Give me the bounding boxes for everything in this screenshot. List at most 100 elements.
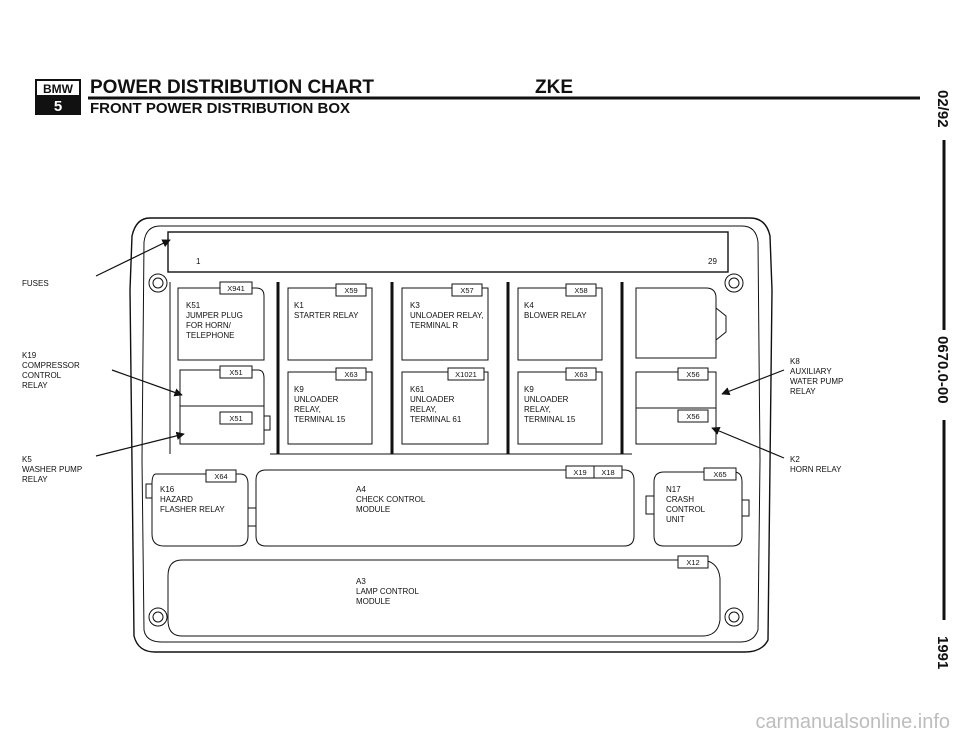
k16-desc-1: HAZARD [160,495,193,504]
relay-k1: X59 K1 STARTER RELAY [287,283,373,361]
k9a-label: K9 [294,385,304,394]
connector-x941: X941 [227,284,245,293]
relay-k8-slot: X56 [635,367,717,409]
callout-k8: K8 AUXILIARY WATER PUMP RELAY [721,357,843,396]
side-code: 0670.0-00 [934,336,951,404]
connector-x59: X59 [344,286,357,295]
k8-desc-2: WATER PUMP [790,377,843,386]
connector-x63-b: X63 [574,370,587,379]
connector-x51-lower: X51 [229,414,242,423]
k3-desc-1: UNLOADER RELAY, [410,311,484,320]
connector-x51-upper: X51 [229,368,242,377]
k61-label: K61 [410,385,425,394]
module-a3: X12 A3 LAMP CONTROL MODULE [167,555,721,637]
fuse-strip: 1 29 [167,231,729,273]
k51-desc-1: JUMPER PLUG [186,311,243,320]
a3-desc-1: LAMP CONTROL [356,587,420,596]
relay-k51: X941 K51 JUMPER PLUG FOR HORN/ TELEPHONE [177,281,265,361]
k19-label: K19 [22,351,37,360]
k9b-desc-1: UNLOADER [524,395,569,404]
k4-desc: BLOWER RELAY [524,311,587,320]
n17-desc-2: CONTROL [666,505,706,514]
k4-label: K4 [524,301,534,310]
module-n17: X65 N17 CRASH CONTROL UNIT [645,467,750,547]
svg-text:5: 5 [54,98,62,115]
connector-x64: X64 [214,472,227,481]
svg-text:BMW: BMW [43,82,74,96]
module-a4: X19 X18 A4 CHECK CONTROL MODULE [255,465,635,547]
k3-label: K3 [410,301,420,310]
module-k16: X64 K16 HAZARD FLASHER RELAY [145,469,257,547]
connector-x19: X19 [573,468,586,477]
page-title: POWER DISTRIBUTION CHART [90,77,374,98]
k9a-desc-2: RELAY, [294,405,321,414]
relay-k5-slot: X51 [179,405,271,445]
k9b-desc-2: RELAY, [524,405,551,414]
k19-desc-2: CONTROL [22,371,62,380]
relay-k3: X57 K3 UNLOADER RELAY, TERMINAL R [401,283,489,361]
a4-label: A4 [356,485,366,494]
side-date: 02/92 [934,90,951,128]
relay-k9-terminal15-a: X63 K9 UNLOADER RELAY, TERMINAL 15 [287,367,373,445]
a3-label: A3 [356,577,366,586]
connector-x56-upper: X56 [686,370,699,379]
k19-desc-3: RELAY [22,381,48,390]
relay-k9-terminal15-b: X63 K9 UNLOADER RELAY, TERMINAL 15 [517,367,603,445]
k9b-desc-3: TERMINAL 15 [524,415,576,424]
k9b-label: K9 [524,385,534,394]
relay-k2-slot: X56 [635,407,717,445]
housing-outline [129,217,773,653]
mounting-bolt-top-left [148,273,168,293]
relay-k61: X1021 K61 UNLOADER RELAY, TERMINAL 61 [401,367,489,445]
connector-x1021: X1021 [455,370,477,379]
k61-desc-2: RELAY, [410,405,437,414]
mounting-bolt-top-right [724,273,744,293]
mounting-bolt-bottom-right [724,607,744,627]
relay-k4: X58 K4 BLOWER RELAY [517,283,603,361]
callout-k5: K5 WASHER PUMP RELAY [22,431,185,484]
k9a-desc-3: TERMINAL 15 [294,415,346,424]
system-label: ZKE [535,77,573,98]
n17-desc-1: CRASH [666,495,694,504]
connector-x18: X18 [601,468,614,477]
k2-label: K2 [790,455,800,464]
fuse-last-number: 29 [708,257,717,266]
relay-k19-slot: X51 [179,365,265,407]
k51-label: K51 [186,301,201,310]
k16-desc-2: FLASHER RELAY [160,505,225,514]
k16-label: K16 [160,485,175,494]
callout-k19: K19 COMPRESSOR CONTROL RELAY [22,351,183,397]
fuses-label: FUSES [22,279,49,288]
callout-fuses: FUSES [22,239,171,288]
housing-inner-outline [141,225,761,643]
k1-desc: STARTER RELAY [294,311,359,320]
k51-desc-3: TELEPHONE [186,331,234,340]
k8-label: K8 [790,357,800,366]
connector-x63-a: X63 [344,370,357,379]
k5-desc-2: RELAY [22,475,48,484]
k19-desc-1: COMPRESSOR [22,361,80,370]
a4-desc-1: CHECK CONTROL [356,495,426,504]
side-year: 1991 [934,636,951,669]
connector-x56-lower: X56 [686,412,699,421]
k2-desc: HORN RELAY [790,465,842,474]
fuse-first-number: 1 [196,257,201,266]
a3-desc-2: MODULE [356,597,390,606]
k8-desc-1: AUXILIARY [790,367,832,376]
connector-x57: X57 [460,286,473,295]
k5-label: K5 [22,455,32,464]
bmw-5-logo: BMW 5 [35,79,81,115]
mounting-bolt-bottom-left [148,607,168,627]
n17-desc-3: UNIT [666,515,685,524]
k9a-desc-1: UNLOADER [294,395,339,404]
k8-desc-3: RELAY [790,387,816,396]
connector-x12: X12 [686,558,699,567]
relay-empty-slot [635,287,727,359]
connector-x65: X65 [713,470,726,479]
k51-desc-2: FOR HORN/ [186,321,232,330]
k61-desc-1: UNLOADER [410,395,455,404]
watermark: carmanualsonline.info [755,711,950,733]
connector-x58: X58 [574,286,587,295]
callout-k2: K2 HORN RELAY [711,427,842,474]
